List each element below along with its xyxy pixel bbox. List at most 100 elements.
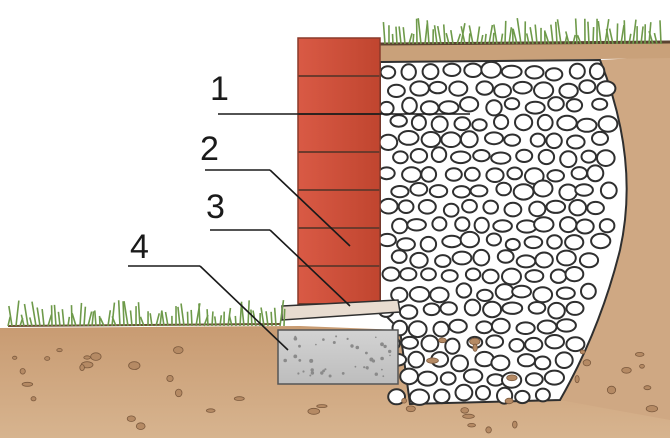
rubble-stone xyxy=(545,132,563,150)
rubble-stone xyxy=(512,183,535,201)
grass-blade xyxy=(442,24,446,45)
rubble-stone xyxy=(420,267,437,282)
pebble xyxy=(639,363,645,369)
grass-blade xyxy=(129,310,133,327)
grass-blade xyxy=(525,33,530,45)
grass-blade xyxy=(488,24,494,45)
rubble-stone xyxy=(558,183,578,202)
grass-blade xyxy=(550,24,554,45)
rubble-stone xyxy=(547,96,565,112)
pebble xyxy=(174,388,183,398)
grass-blade xyxy=(70,305,73,327)
rubble-stone xyxy=(452,185,471,199)
rubble-stone xyxy=(506,166,524,181)
rubble-stone xyxy=(399,367,420,386)
rubble-stone xyxy=(554,351,574,370)
grass-blade xyxy=(83,306,87,327)
rubble-stone xyxy=(586,164,605,183)
rubble-stone xyxy=(450,354,470,373)
grass-blade xyxy=(123,301,129,327)
callout-2: 2 xyxy=(200,130,219,168)
concrete-footing xyxy=(277,329,399,385)
grass-blade xyxy=(572,34,576,45)
grass-blade xyxy=(61,309,65,327)
rubble-stone xyxy=(503,97,521,111)
callout-3: 3 xyxy=(206,188,225,226)
rubble-stone xyxy=(574,183,594,197)
rubble-stone xyxy=(429,286,450,304)
rubble-stone xyxy=(490,317,511,335)
rubble-stone xyxy=(575,218,595,235)
pebble xyxy=(21,381,34,387)
pebble xyxy=(574,375,580,384)
grass-blade xyxy=(53,304,57,327)
footing-speckle xyxy=(389,354,391,357)
grass-blade xyxy=(565,31,570,45)
rubble-stone xyxy=(543,369,566,386)
rubble-stone xyxy=(524,65,545,80)
rubble-stone xyxy=(378,100,395,116)
rubble-stone xyxy=(546,234,563,250)
rubble-stone xyxy=(515,321,536,336)
rubble-stone xyxy=(387,388,407,406)
rubble-stone xyxy=(441,234,463,249)
grass-blade xyxy=(554,21,558,45)
rubble-stone xyxy=(419,100,440,116)
pebble xyxy=(307,407,321,415)
grass-blade xyxy=(117,300,121,327)
rubble-stone xyxy=(536,319,558,335)
grass-blade xyxy=(234,315,237,327)
pebble xyxy=(126,415,136,422)
grass-blade xyxy=(79,302,83,327)
grass-blade xyxy=(450,29,454,45)
grass-blade xyxy=(8,305,13,327)
footing-speckle xyxy=(350,344,354,348)
rubble-stone xyxy=(534,251,554,269)
grass-blade xyxy=(587,21,590,45)
rubble-stone xyxy=(482,300,503,319)
rubble-stone xyxy=(555,286,576,300)
rubble-stone xyxy=(524,269,545,283)
grass-blade xyxy=(273,307,277,327)
brick-wall xyxy=(298,38,380,308)
rubble-stone xyxy=(528,200,547,218)
rubble-stone xyxy=(387,83,406,99)
pebble xyxy=(173,346,184,355)
grass-blade xyxy=(99,317,105,327)
grass-blade xyxy=(219,315,223,327)
rubble-stone xyxy=(409,80,430,97)
grass-blade xyxy=(648,30,654,45)
pebble xyxy=(316,404,328,409)
rubble-stone xyxy=(422,302,441,317)
grass-blade xyxy=(15,300,20,327)
footing-speckle xyxy=(366,367,369,370)
rubble-stone xyxy=(544,67,564,82)
grass-blade xyxy=(87,311,93,327)
footing-speckle xyxy=(375,336,377,339)
footing-speckle xyxy=(297,372,300,375)
rubble-stone xyxy=(440,269,459,283)
rubble-stone xyxy=(409,182,429,197)
pebble xyxy=(621,366,632,374)
rubble-stone xyxy=(397,130,420,146)
grass-blade xyxy=(592,27,595,45)
grass-blade xyxy=(426,20,430,45)
grass-blade xyxy=(408,33,413,45)
pebble xyxy=(438,337,447,344)
rubble-stone xyxy=(381,266,401,282)
rubble-stone xyxy=(475,80,495,96)
rubble-stone xyxy=(397,199,415,214)
pebble xyxy=(579,349,586,355)
leader-lines xyxy=(128,113,470,351)
rubble-stone xyxy=(514,113,534,132)
rubble-stone xyxy=(377,232,397,248)
rubble-stone xyxy=(544,334,566,350)
rubble-stone xyxy=(580,282,597,300)
grass-blade xyxy=(608,28,614,45)
rubble-stone xyxy=(471,118,488,132)
rubble-stone xyxy=(459,230,480,249)
footing-speckle xyxy=(380,342,384,347)
grass-blade xyxy=(107,310,112,327)
rubble-stone xyxy=(407,350,426,369)
